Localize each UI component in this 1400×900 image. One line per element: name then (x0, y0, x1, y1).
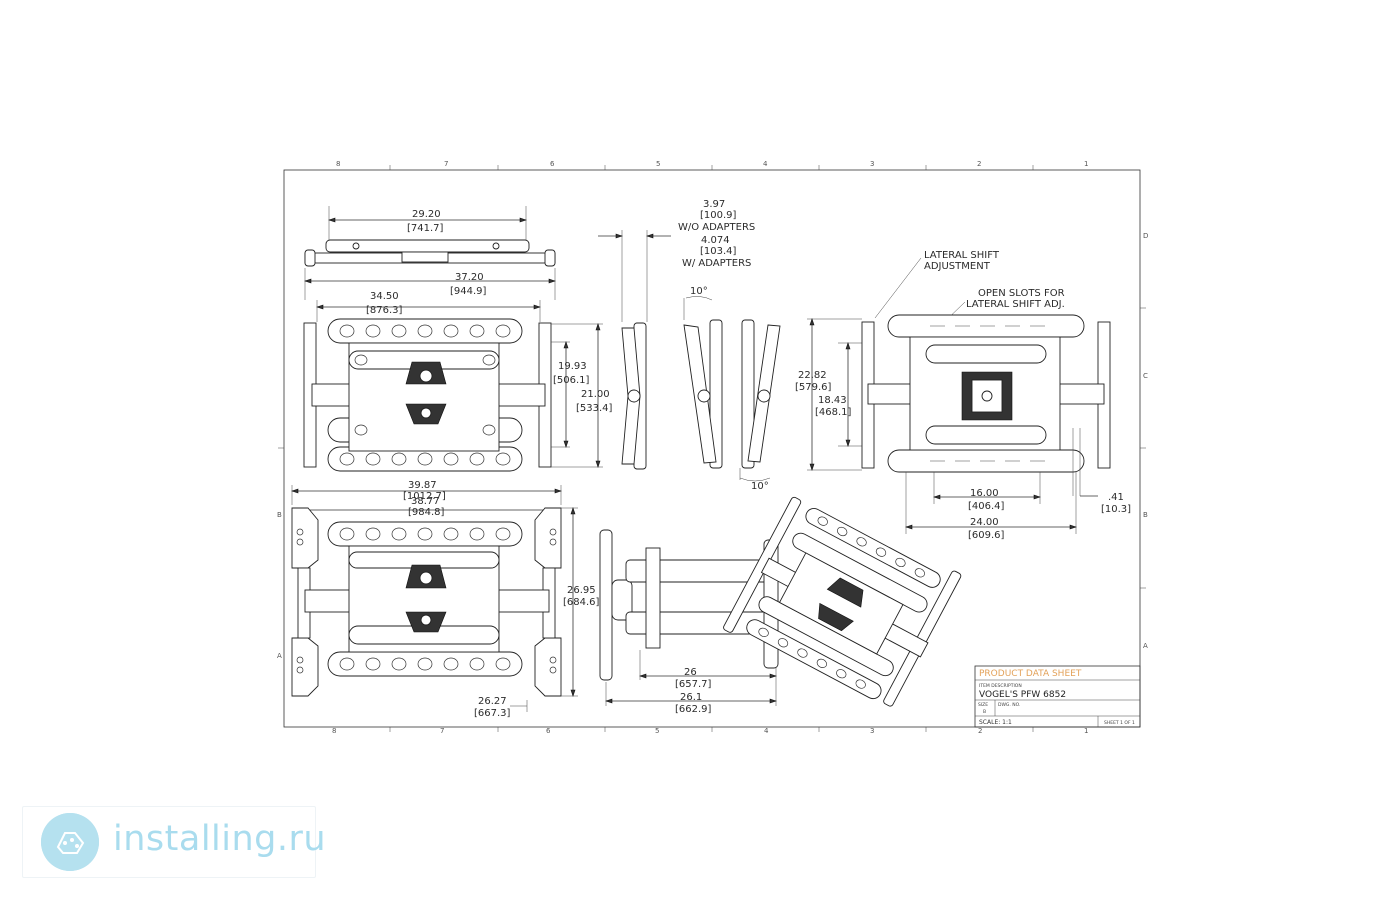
zone-label-top-4: 4 (763, 160, 768, 168)
title-block-title: PRODUCT DATA SHEET (979, 669, 1082, 679)
zone-label-top-1: 1 (1084, 160, 1088, 168)
top-view (304, 206, 556, 300)
dim-579-6: [579.6] (795, 382, 832, 393)
title-block-scale: SCALE: 1:1 (979, 719, 1012, 726)
dim-26-27: 26.27 (478, 696, 507, 707)
zone-label-bottom-8: 8 (332, 727, 336, 735)
dim-24-00: 24.00 (970, 517, 999, 528)
title-block-sheet: SHEET 1 OF 1 (1104, 720, 1135, 726)
label-adjustment: ADJUSTMENT (924, 261, 991, 272)
zone-label-top-7: 7 (444, 160, 448, 168)
title-block-size-value: B (983, 709, 986, 715)
dim-26-1: 26.1 (680, 692, 702, 703)
dim-533-4: [533.4] (576, 403, 613, 414)
installing-logo-icon (41, 813, 99, 871)
dim-667-3: [667.3] (474, 708, 511, 719)
dim-21-00: 21.00 (581, 389, 610, 400)
dim-41: .41 (1108, 492, 1124, 503)
dim-26-95: 26.95 (567, 585, 596, 596)
dim-468-1: [468.1] (815, 407, 852, 418)
front-view (303, 300, 603, 472)
zone-label-bottom-1: 1 (1084, 727, 1088, 735)
zone-label-bottom-6: 6 (546, 727, 551, 735)
dim-18-43: 18.43 (818, 395, 847, 406)
zone-label-bottom-7: 7 (440, 727, 444, 735)
zone-label-bottom-5: 5 (655, 727, 659, 735)
zone-label-bottom-4: 4 (764, 727, 769, 735)
dim-684-6: [684.6] (563, 597, 600, 608)
title-block (974, 665, 1141, 728)
zone-label-bottom-2: 2 (978, 727, 982, 735)
dim-984-8: [984.8] (408, 507, 445, 518)
zone-label-left-a: A (277, 652, 282, 660)
title-block-size-label: SIZE (978, 702, 988, 708)
dim-37-20: 37.20 (455, 272, 484, 283)
dim-19-93: 19.93 (558, 361, 587, 372)
dim-944-9: [944.9] (450, 286, 487, 297)
dim-3-97: 3.97 (703, 199, 725, 210)
zone-label-top-2: 2 (977, 160, 981, 168)
dim-26: 26 (684, 667, 697, 678)
zone-label-bottom-3: 3 (870, 727, 874, 735)
dim-103-4: [103.4] (700, 246, 737, 257)
dim-609-6: [609.6] (968, 530, 1005, 541)
dim-657-7: [657.7] (675, 679, 712, 690)
watermark: installing.ru (22, 806, 326, 878)
dim-741-7: [741.7] (407, 223, 444, 234)
zone-label-right-d: D (1143, 232, 1148, 240)
zone-label-right-b: B (1143, 511, 1148, 519)
label-lateral-shift: LATERAL SHIFT (924, 250, 1000, 261)
dim-29-20: 29.20 (412, 209, 441, 220)
label-lateral-shift-adj: LATERAL SHIFT ADJ. (966, 299, 1065, 310)
dim-16-00: 16.00 (970, 488, 999, 499)
rear-view (807, 257, 1111, 534)
dim-38-77: 38.77 (411, 496, 440, 507)
watermark-text: installing.ru (113, 819, 327, 859)
dim-10-3: [10.3] (1101, 504, 1131, 515)
angle-tilt-down: 10° (751, 481, 769, 492)
dim-876-3: [876.3] (366, 305, 403, 316)
label-with-adapters: W/ ADAPTERS (682, 258, 751, 269)
dim-22-82: 22.82 (798, 370, 827, 381)
zone-label-left-b: B (277, 511, 282, 519)
dim-506-1: [506.1] (553, 375, 590, 386)
dim-100-9: [100.9] (700, 210, 737, 221)
zone-label-top-5: 5 (656, 160, 660, 168)
zone-label-right-c: C (1143, 372, 1148, 380)
side-views (598, 230, 781, 482)
dim-406-4: [406.4] (968, 501, 1005, 512)
isometric-view (723, 496, 962, 707)
dim-4-074: 4.074 (701, 235, 730, 246)
title-block-item-description-label: ITEM DESCRIPTION (979, 683, 1022, 689)
dim-39-87: 39.87 (408, 480, 437, 491)
zone-label-top-6: 6 (550, 160, 555, 168)
zone-ticks (278, 165, 1146, 732)
title-block-dwg-no-label: DWG. NO. (998, 702, 1020, 708)
dim-34-50: 34.50 (370, 291, 399, 302)
front-view-extended (291, 485, 578, 712)
zone-label-top-3: 3 (870, 160, 874, 168)
dim-1012-7: [1012.7] (403, 491, 446, 502)
angle-tilt-up: 10° (690, 286, 708, 297)
title-block-description: VOGEL'S PFW 6852 (979, 690, 1066, 700)
dim-662-9: [662.9] (675, 704, 712, 715)
zone-label-top-8: 8 (336, 160, 340, 168)
zone-label-right-a: A (1143, 642, 1148, 650)
label-open-slots: OPEN SLOTS FOR (978, 288, 1065, 299)
label-without-adapters: W/O ADAPTERS (678, 222, 755, 233)
